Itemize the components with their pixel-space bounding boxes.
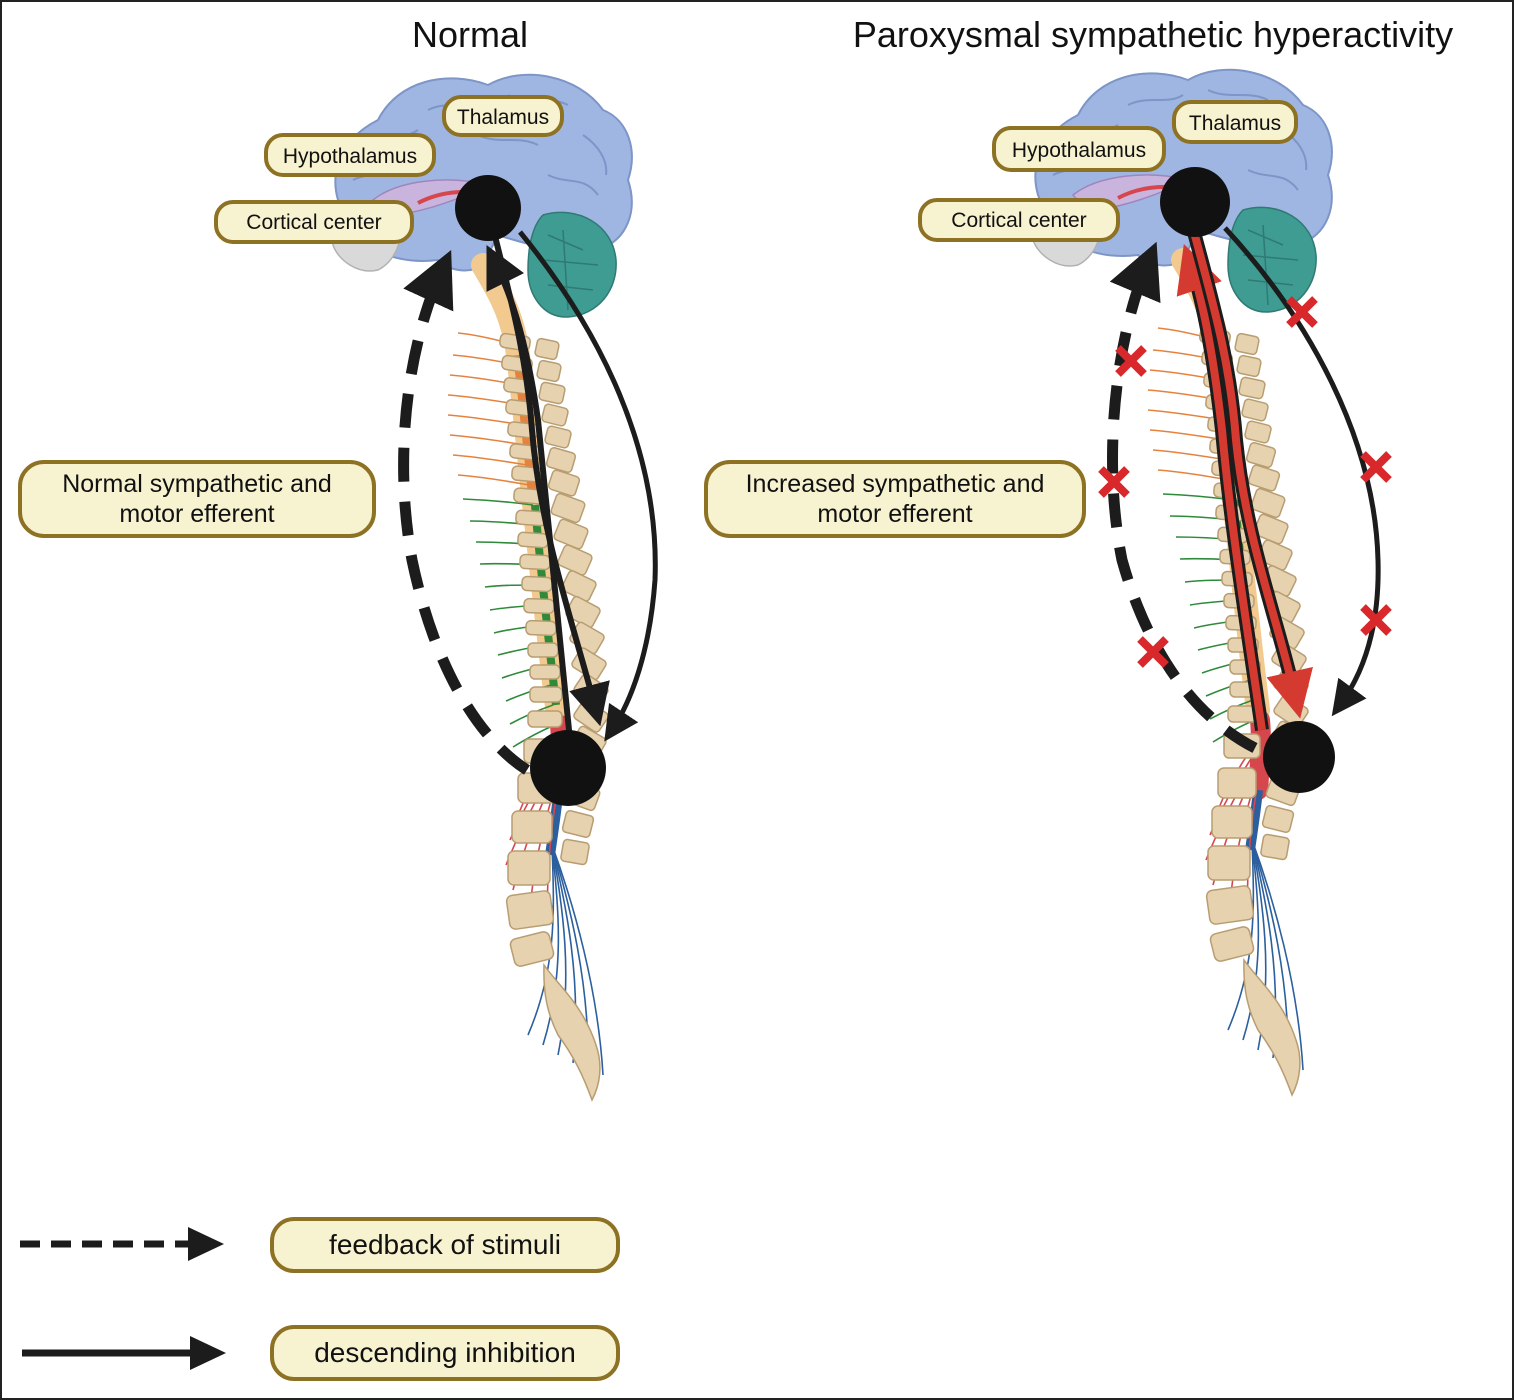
normal-spinal-node xyxy=(530,730,606,806)
legend-dashed-arrowhead xyxy=(188,1227,224,1261)
panel-psh: Paroxysmal sympathetic hyperactivity Tha… xyxy=(704,14,1453,1095)
normal-efferent-label: Normal sympathetic and motor efferent xyxy=(18,460,376,538)
psh-hypothalamus-label: Hypothalamus xyxy=(992,126,1166,172)
psh-blocked-crosses xyxy=(1098,296,1392,668)
psh-brain-node xyxy=(1160,167,1230,237)
normal-brain-node xyxy=(455,175,521,241)
normal-descending-efferent-arrow xyxy=(491,231,610,727)
psh-thalamus-label: Thalamus xyxy=(1172,100,1298,144)
normal-cortical-center-label: Cortical center xyxy=(214,200,414,244)
psh-spinal-node xyxy=(1263,721,1335,793)
cross-icon xyxy=(1360,604,1392,636)
normal-efferent-text-line1: Normal sympathetic and xyxy=(62,470,332,498)
normal-cortical-center-text: Cortical center xyxy=(246,211,381,234)
psh-cortical-center-text: Cortical center xyxy=(951,209,1086,232)
panel-normal-title: Normal xyxy=(412,14,528,55)
psh-cortical-center-label: Cortical center xyxy=(918,198,1120,242)
legend: feedback of stimuli descending inhibitio… xyxy=(20,1217,620,1381)
cross-icon xyxy=(1137,636,1169,668)
normal-thalamus-text: Thalamus xyxy=(457,106,549,129)
legend-dashed-item: feedback of stimuli xyxy=(20,1217,620,1273)
psh-descending-efferent-arrow-red xyxy=(1190,230,1300,701)
psh-efferent-text-line2: motor efferent xyxy=(817,500,972,528)
psh-efferent-text-line1: Increased sympathetic and xyxy=(746,470,1045,498)
legend-solid-arrowhead xyxy=(190,1336,226,1370)
normal-descending-inhibition-arrow xyxy=(518,230,658,742)
cross-icon xyxy=(1360,451,1392,483)
psh-thalamus-text: Thalamus xyxy=(1189,112,1281,135)
legend-dashed-text: feedback of stimuli xyxy=(329,1229,561,1260)
normal-efferent-text-line2: motor efferent xyxy=(119,500,274,528)
normal-thalamus-label: Thalamus xyxy=(442,95,564,137)
psh-feedback-arrow xyxy=(1107,241,1258,753)
psh-hypothalamus-text: Hypothalamus xyxy=(1012,139,1146,162)
psh-ascending-arrow-red xyxy=(1186,260,1266,731)
cross-icon xyxy=(1098,466,1130,498)
legend-solid-item: descending inhibition xyxy=(22,1325,620,1381)
normal-hypothalamus-label: Hypothalamus xyxy=(264,133,436,177)
panel-psh-title: Paroxysmal sympathetic hyperactivity xyxy=(853,14,1453,55)
normal-feedback-arrow xyxy=(398,249,530,775)
cross-icon xyxy=(1115,345,1147,377)
cross-icon xyxy=(1286,296,1318,328)
normal-hypothalamus-text: Hypothalamus xyxy=(283,145,417,168)
psh-descending-inhibition-arrow xyxy=(1223,226,1381,717)
panel-normal: Normal Thalamus Hypothalamus Cortical ce… xyxy=(18,14,658,1100)
legend-solid-text: descending inhibition xyxy=(314,1337,576,1368)
psh-efferent-label: Increased sympathetic and motor efferent xyxy=(704,460,1086,538)
